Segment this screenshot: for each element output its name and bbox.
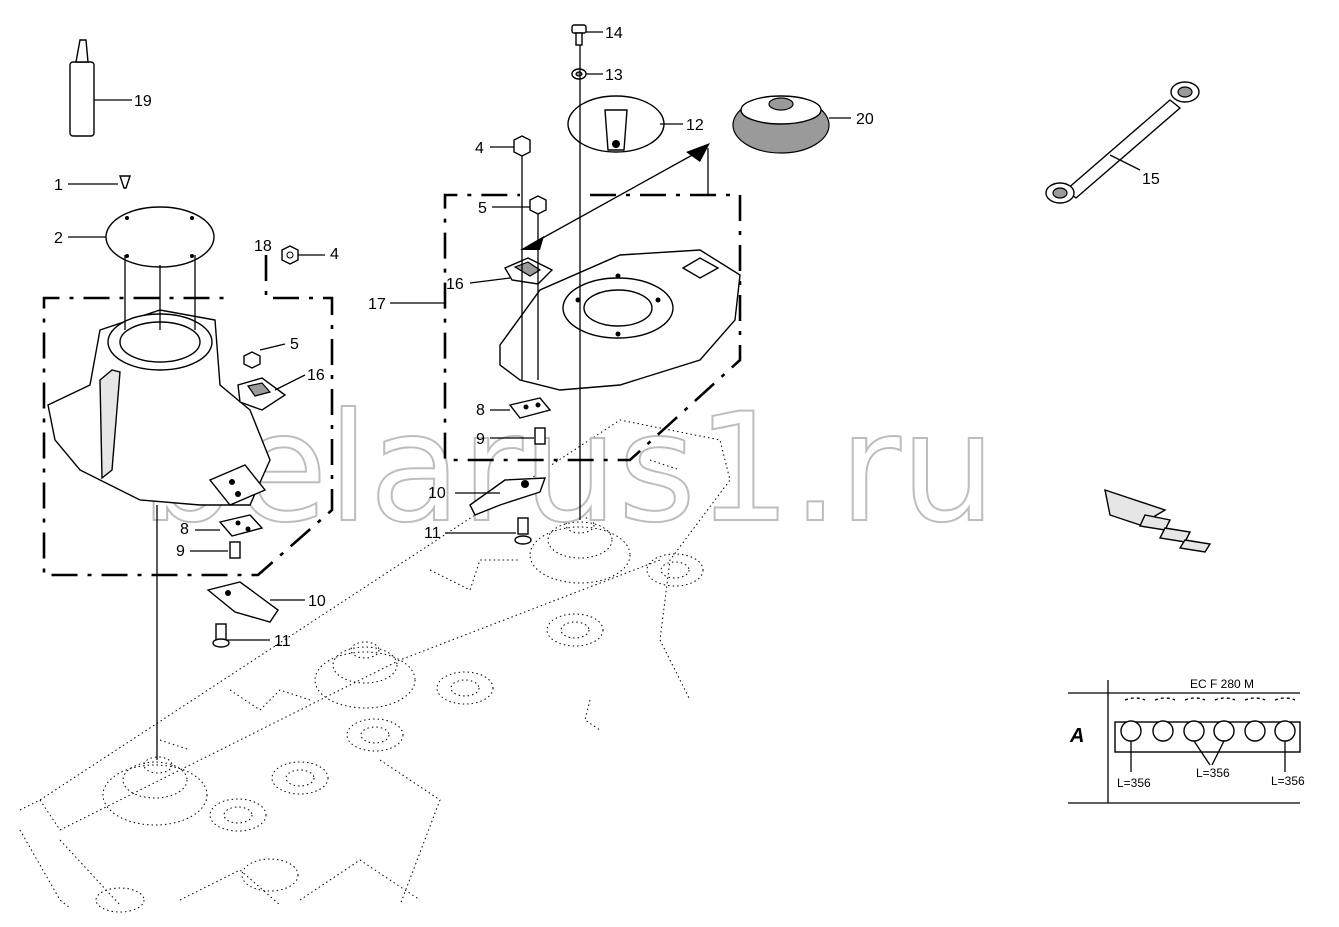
- blade-holder-16-center: [469, 257, 554, 285]
- gear-hub-3: [102, 756, 208, 826]
- callout-13: 13: [605, 67, 623, 84]
- inset-length-left: L=356: [1117, 776, 1151, 790]
- assembly-frame-17: [443, 193, 742, 462]
- blade-10-center: [455, 477, 547, 516]
- callout-5-center: 5: [478, 200, 487, 217]
- cone-12: [567, 95, 683, 153]
- screw-1: [68, 175, 131, 189]
- callout-16-left: 16: [307, 367, 325, 384]
- callout-10-left: 10: [308, 593, 326, 610]
- callout-1: 1: [54, 177, 63, 194]
- cutter-bar: [19, 419, 731, 913]
- bolt-11-left: [212, 623, 270, 648]
- sealant-cartridge: [69, 39, 132, 137]
- callout-15: 15: [1142, 171, 1160, 188]
- gear-hub-2: [314, 641, 416, 709]
- inset-view-letter: A: [1069, 725, 1084, 747]
- cutter-hood: [47, 255, 271, 506]
- callout-20: 20: [856, 111, 874, 128]
- callout-16-center: 16: [446, 276, 464, 293]
- nut-5-left: [243, 343, 286, 369]
- inset-model: EC F 280 M: [1190, 677, 1254, 691]
- blade-holder-16-left: [237, 374, 306, 411]
- callout-9-center: 9: [476, 431, 485, 448]
- inset-length-right: L=356: [1271, 774, 1305, 788]
- rotation-arrow: [520, 143, 710, 250]
- callout-9-left: 9: [176, 543, 185, 560]
- inset-view: A EC F 280 M L=356 L=356 L=356: [1068, 677, 1305, 804]
- callout-14: 14: [605, 25, 623, 42]
- view-arrow-a: [1104, 488, 1212, 553]
- bolt-11-center: [445, 517, 532, 545]
- callout-19: 19: [134, 93, 152, 110]
- nut-4-center: [490, 135, 531, 157]
- bolt-9-center: [490, 427, 546, 445]
- callout-8-left: 8: [180, 521, 189, 538]
- callout-labels: 1 2 18 4 5 16 8 9 10 11 19 14 13 12 20 1…: [54, 25, 1160, 650]
- plate-8-left: [195, 514, 264, 537]
- callout-17: 17: [368, 296, 386, 313]
- callout-8-center: 8: [476, 402, 485, 419]
- cover-plate: [68, 206, 215, 268]
- assembly-frame-18: [42, 255, 334, 577]
- callout-5-left: 5: [290, 336, 299, 353]
- callout-4-left: 4: [330, 246, 339, 263]
- callout-2: 2: [54, 230, 63, 247]
- cutting-disc: [499, 249, 741, 391]
- washer-13: [571, 68, 603, 80]
- callout-18: 18: [254, 238, 272, 255]
- callout-12: 12: [686, 117, 704, 134]
- blade-10-left: [206, 581, 305, 623]
- part-20: [732, 95, 851, 154]
- inset-length-mid: L=356: [1196, 766, 1230, 780]
- bolt-9-left: [190, 541, 241, 559]
- callout-11-left: 11: [274, 633, 291, 650]
- bolt-14: [571, 24, 603, 46]
- nut-4-left: [281, 245, 325, 265]
- nut-5-center: [492, 195, 547, 215]
- callout-10-center: 10: [428, 485, 446, 502]
- watermark: belarus1.ru: [140, 382, 996, 556]
- plate-8-center: [490, 397, 552, 419]
- gear-hub-1: [529, 516, 631, 584]
- callout-4-center: 4: [475, 140, 484, 157]
- callout-11-center: 11: [424, 525, 441, 542]
- wrench-15: [1045, 81, 1200, 204]
